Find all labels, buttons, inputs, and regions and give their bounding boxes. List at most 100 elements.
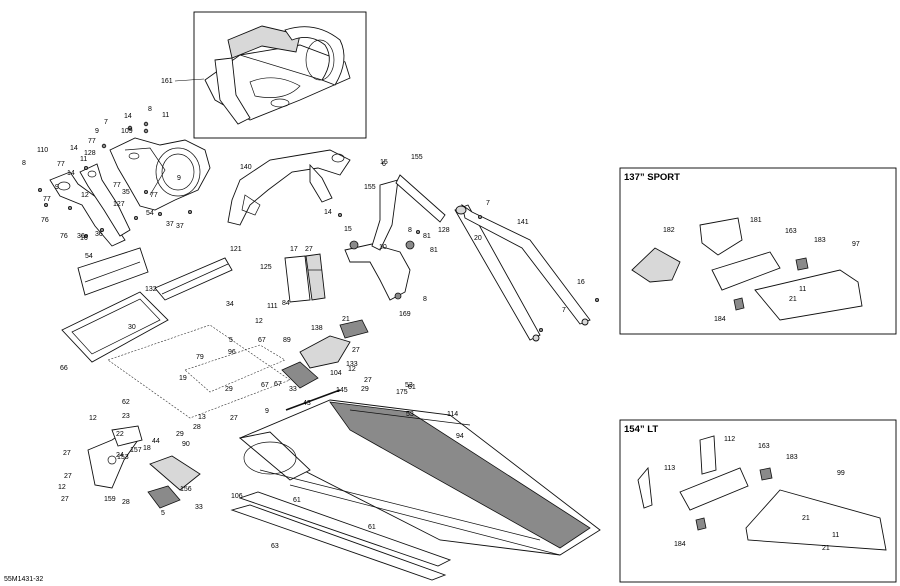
callout-81: 81 [430,247,438,254]
callout-29: 29 [176,431,184,438]
callout-8: 8 [408,227,412,234]
lt-callout-112: 112 [724,436,735,443]
panel-125 [154,257,233,301]
panel-121 [77,247,149,296]
callout-128: 128 [84,150,96,157]
callout-6: 6 [382,161,386,168]
sport-callout-21: 21 [789,296,797,303]
callout-155: 155 [364,184,376,191]
callout-11: 11 [80,156,87,163]
callout-14: 14 [67,170,75,177]
callout-11: 11 [162,112,169,119]
callout-156: 156 [180,486,192,493]
callout-114: 114 [447,411,458,418]
inset-137-sport-title: 137” SPORT [624,172,680,183]
callout-14: 14 [70,145,78,152]
callout-12: 12 [89,415,97,422]
callout-12: 12 [255,318,263,325]
callout-140: 140 [240,164,252,171]
callout-125: 125 [260,264,272,271]
front-frame-hardware [38,121,192,238]
callout-77: 77 [57,161,65,168]
callout-16: 16 [577,279,585,286]
callout-33: 33 [289,386,297,393]
callout-22: 22 [116,431,124,438]
callout-77: 77 [113,182,121,189]
callout-10: 10 [379,244,387,251]
callout-61: 61 [368,524,376,531]
callout-12: 12 [58,484,66,491]
callout-127: 127 [113,201,125,208]
callout-30: 30 [128,324,136,331]
callout-169: 169 [399,311,411,318]
rod-145 [285,389,341,411]
callout-13: 13 [198,414,206,421]
callout-5: 5 [229,337,233,344]
callout-28: 28 [122,499,130,506]
callout-77: 77 [88,138,96,145]
sport-callout-183: 183 [814,237,826,244]
callout-77: 77 [43,196,51,203]
callout-121: 121 [230,246,242,253]
callout-7: 7 [104,119,108,126]
callout-17: 17 [290,246,298,253]
callout-67: 67 [261,382,269,389]
callout-79: 79 [196,354,204,361]
callout-21: 21 [342,316,350,323]
callout-61: 61 [408,384,416,391]
lt-callout-113: 113 [664,465,675,472]
callout-27: 27 [64,473,72,480]
callout-104: 104 [330,370,342,377]
callout-109: 109 [121,128,133,135]
callout-128: 128 [438,227,450,234]
callout-20: 20 [474,235,482,242]
callout-7: 7 [486,200,490,207]
callout-111: 111 [267,303,278,310]
slide-63 [238,491,452,567]
sport-callout-184: 184 [714,316,726,323]
callout-15: 15 [380,159,388,166]
steering-column [337,174,446,301]
callout-66: 66 [60,365,68,372]
callout-36: 36 [77,233,85,240]
tunnel-track-144 [238,399,601,556]
callout-77: 77 [150,192,158,199]
cooler-outline [107,324,291,419]
callout-161: 161 [161,78,173,85]
callout-89: 89 [283,337,291,344]
callout-90: 90 [182,441,190,448]
callout-138: 138 [311,325,323,332]
callout-76: 76 [41,217,49,224]
callout-9: 9 [55,184,59,191]
callout-9: 9 [177,175,181,182]
callout-67: 67 [258,337,266,344]
bracket-84-132 [284,253,326,303]
bracket-90 [149,455,201,491]
callout-84: 84 [282,300,290,307]
lt-callout-11: 11 [832,532,839,539]
front-frame-left [49,163,131,247]
callout-62: 62 [122,399,130,406]
callout-27: 27 [352,347,360,354]
callout-155: 155 [411,154,423,161]
sport-callout-11: 11 [799,286,806,293]
inset-154-lt-title: 154” LT [624,424,658,435]
sport-callout-97: 97 [852,241,860,248]
callout-9: 9 [265,408,269,415]
callout-96: 96 [228,349,236,356]
callout-15: 15 [344,226,352,233]
callout-34: 34 [226,301,234,308]
callout-110: 110 [37,147,48,154]
callout-33: 33 [195,504,203,511]
callout-145: 145 [336,387,348,394]
callout-23: 23 [122,413,130,420]
callout-61: 61 [293,497,301,504]
callout-14: 14 [324,209,332,216]
lt-callout-21: 21 [822,545,830,552]
lt-callout-163: 163 [758,443,770,450]
callout-67: 67 [274,381,282,388]
callout-44: 44 [152,438,160,445]
callout-35: 35 [122,189,130,196]
document-code: 55M1431-32 [4,576,43,583]
